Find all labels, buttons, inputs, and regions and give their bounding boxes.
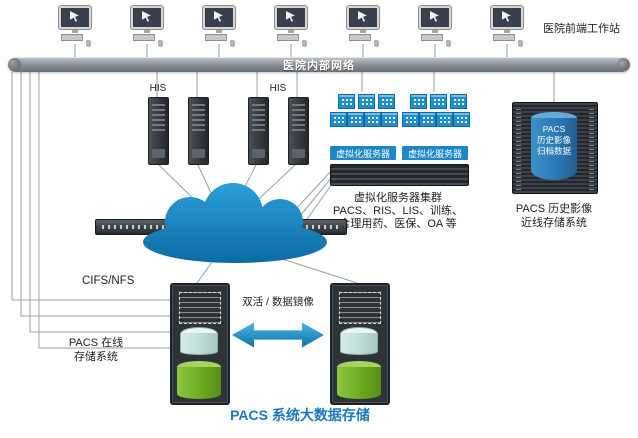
vm-server-icon: [410, 94, 427, 109]
cursor-icon: [430, 11, 439, 22]
cursor-icon: [358, 11, 367, 22]
his-label-2: HIS: [269, 83, 287, 94]
vm-server-icon: [378, 94, 395, 109]
tower-server-icon: [248, 97, 269, 165]
his-label-1: HIS: [149, 83, 167, 94]
cluster-caption-2: PACS、RIS、LIS、训练、: [333, 205, 463, 217]
vm-server-icon: [450, 94, 467, 109]
internal-network-bar: 医院内部网络: [8, 57, 630, 72]
cache-cylinder-icon: [180, 327, 218, 355]
cluster-caption-3: 合理用药、医保、OA 等: [339, 218, 457, 230]
workstation-icon: [57, 6, 93, 48]
disk-tray-icon: [339, 292, 381, 324]
vm-server-icon: [430, 94, 447, 109]
cifs-nfs-label: CIFS/NFS: [82, 275, 135, 287]
cluster-caption-1: 虚拟化服务器集群: [354, 192, 442, 204]
cursor-icon: [70, 11, 79, 22]
vm-server-icon: [358, 94, 375, 109]
vm-server-icon: [419, 112, 436, 127]
online-storage-rack-2: [330, 283, 390, 405]
tower-server-icon: [148, 97, 169, 165]
archive-text-3: 归档数据: [536, 146, 571, 156]
vm-label-1: 虚拟化服务器: [330, 146, 396, 160]
tower-server-icon: [188, 97, 209, 165]
online-storage-caption-1: PACS 在线: [68, 337, 124, 349]
workstation-icon: [417, 6, 453, 48]
vm-server-icon: [402, 112, 419, 127]
workstation-icon: [129, 6, 165, 48]
cache-cylinder-icon: [340, 327, 378, 355]
vm-label-2: 虚拟化服务器: [402, 146, 468, 160]
cursor-icon: [142, 11, 151, 22]
capacity-cylinder-icon: [337, 361, 381, 399]
archive-caption-2: 近线存储系统: [521, 217, 587, 229]
disk-tray-icon: [179, 292, 221, 324]
mirror-label: 双活 / 数据镜像: [242, 296, 314, 308]
workstation-icon: [345, 6, 381, 48]
archive-text-1: PACS: [542, 124, 566, 134]
diagram-title: PACS 系统大数据存储: [230, 407, 370, 423]
online-storage-caption-2: 存储系统: [74, 351, 118, 363]
cursor-icon: [214, 11, 223, 22]
cursor-icon: [286, 11, 295, 22]
workstations-label: 医院前端工作站: [543, 23, 620, 35]
vm-server-icon: [364, 112, 381, 127]
vm-server-icon: [453, 112, 470, 127]
vm-server-icon: [338, 94, 355, 109]
vm-server-icon: [381, 112, 398, 127]
cursor-icon: [502, 11, 511, 22]
archive-caption-1: PACS 历史影像: [515, 203, 593, 215]
tower-server-icon: [288, 97, 309, 165]
archive-text-2: 历史影像: [536, 135, 571, 145]
workstation-icon: [201, 6, 237, 48]
vm-server-icon: [347, 112, 364, 127]
archive-disk-cylinder-icon: PACS 历史影像 归档数据: [531, 112, 577, 180]
vm-server-icon: [436, 112, 453, 127]
cloud-icon: [143, 183, 327, 263]
vm-rack-chassis: [330, 164, 469, 186]
internal-network-label: 医院内部网络: [283, 59, 355, 72]
workstation-icon: [489, 6, 525, 48]
vm-server-icon: [330, 112, 347, 127]
workstation-icon: [273, 6, 309, 48]
online-storage-rack-1: [170, 283, 230, 405]
capacity-cylinder-icon: [177, 361, 221, 399]
